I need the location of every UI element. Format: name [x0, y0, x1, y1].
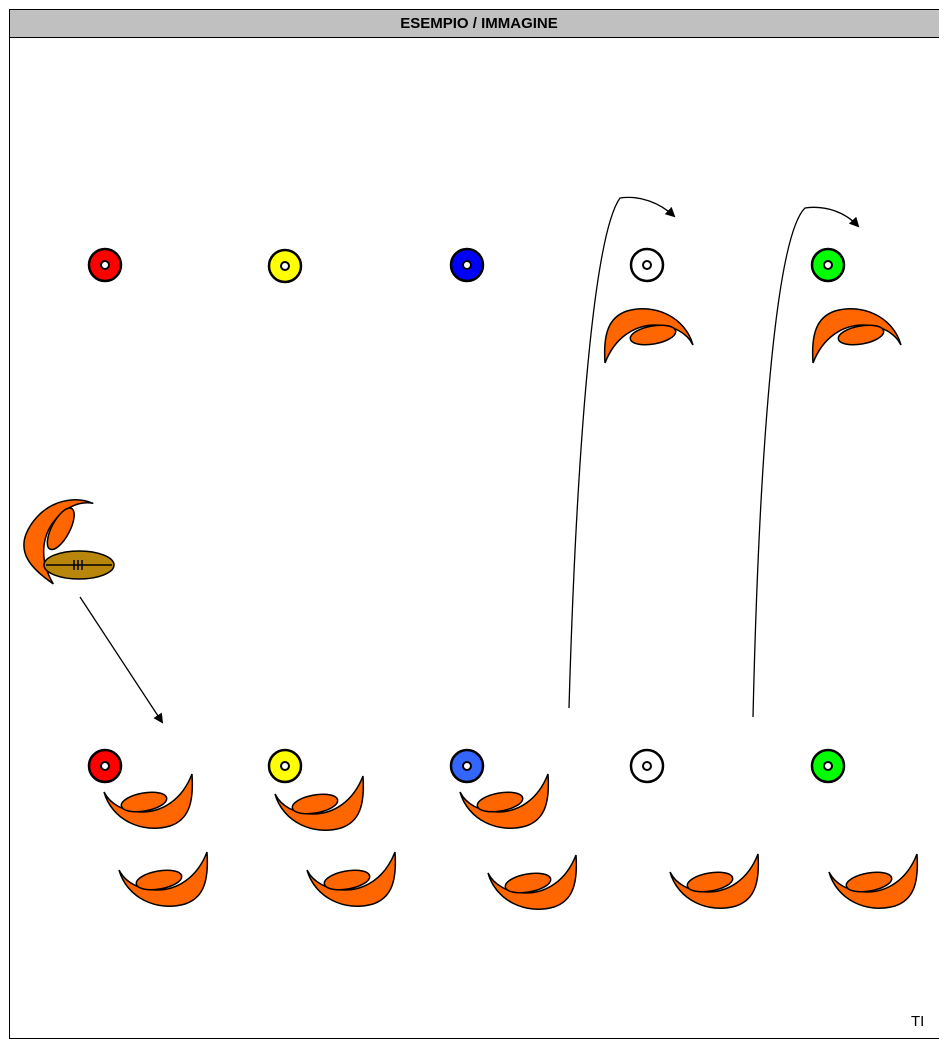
top-cone-blue: [451, 249, 483, 281]
run-arrow-2-icon: [753, 207, 858, 717]
top-player-1: [605, 309, 693, 363]
player-row1-2: [275, 776, 363, 830]
pass-arrow-icon: [80, 597, 162, 722]
bottom-cone-white: [631, 750, 663, 782]
player-row2-2: [307, 852, 395, 906]
player-row2-4: [670, 854, 758, 908]
player-row2-3: [488, 855, 576, 909]
player-row2-1: [119, 852, 207, 906]
footer-text: TI: [911, 1013, 924, 1030]
player-row2-5: [829, 854, 917, 908]
top-cone-white: [631, 249, 663, 281]
player-row1-1: [104, 774, 192, 828]
top-cone-green: [812, 249, 844, 281]
bottom-cone-green: [812, 750, 844, 782]
bottom-cone-blue: [451, 750, 483, 782]
rugby-ball-icon: [44, 551, 114, 579]
top-cone-yellow: [269, 250, 301, 282]
top-player-2: [813, 309, 901, 363]
top-cone-red: [89, 249, 121, 281]
player-row1-3: [460, 774, 548, 828]
bottom-cone-red: [89, 750, 121, 782]
bottom-cone-yellow: [269, 750, 301, 782]
